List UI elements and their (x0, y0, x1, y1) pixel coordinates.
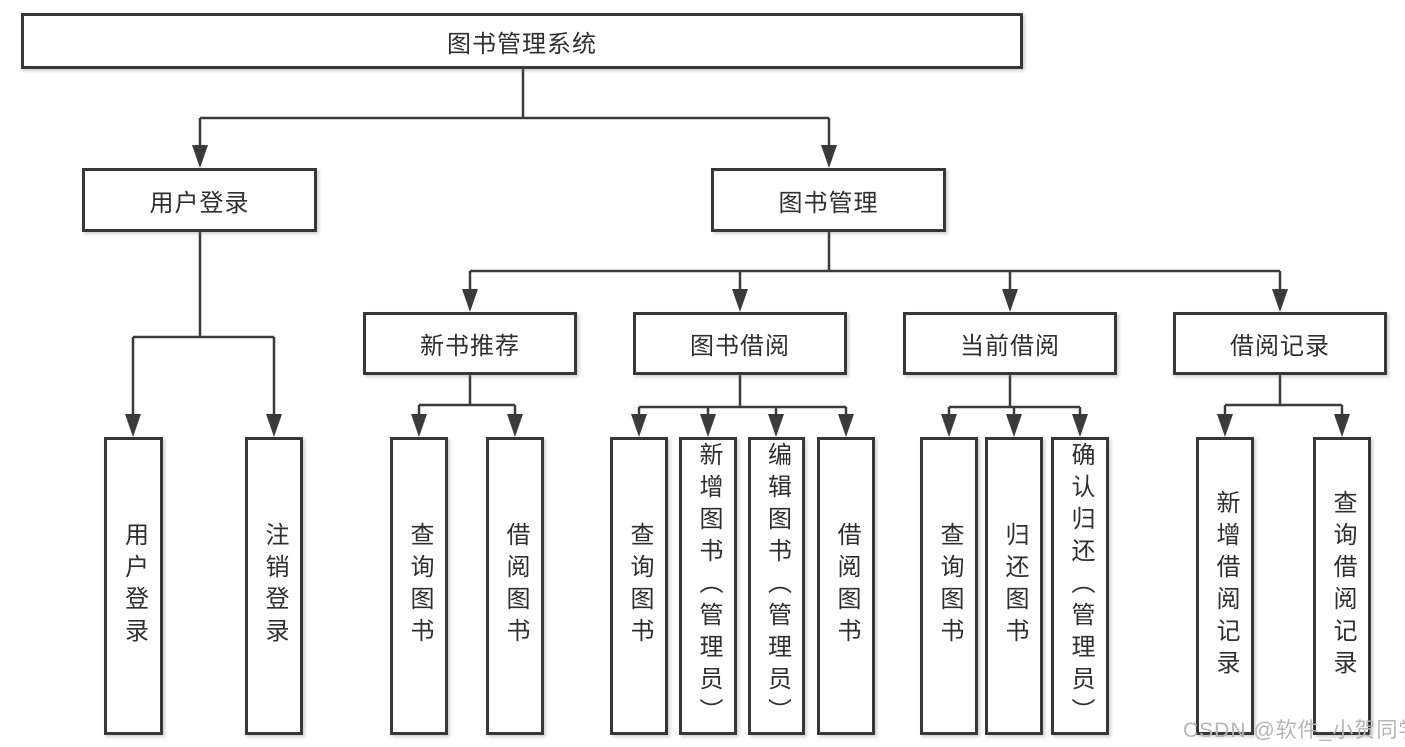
arrowhead (507, 414, 523, 437)
arrowhead (411, 414, 427, 437)
arrowhead (1072, 414, 1088, 437)
connector-userlogin-children (131, 232, 276, 417)
node-book-management-branch: 图书管理 (711, 168, 946, 232)
arrowhead (941, 414, 957, 437)
arrowhead (1006, 414, 1022, 437)
arrowhead (125, 414, 141, 437)
node-book-borrow: 图书借阅 (633, 312, 847, 375)
arrowhead (266, 414, 282, 437)
connector-bookmgmt-to-level3 (468, 232, 1282, 292)
csdn-watermark: CSDN @软件_小贺同学 (1183, 719, 1405, 742)
leaf-query-books-borrow: 查询图书 (610, 437, 668, 735)
arrowhead (462, 289, 478, 312)
arrowhead (1217, 414, 1233, 437)
arrowhead (838, 414, 854, 437)
leaf-borrow-books-recommend: 借阅图书 (486, 437, 544, 735)
leaf-query-books-recommend: 查询图书 (390, 437, 448, 735)
arrowhead (192, 145, 208, 168)
connector-newbook-children (417, 375, 517, 417)
leaf-query-books-current: 查询图书 (920, 437, 978, 735)
leaf-edit-books-admin: 编辑图书（管理员） (748, 437, 805, 735)
connector-records-children (1223, 375, 1344, 417)
leaf-return-books: 归还图书 (985, 437, 1043, 735)
arrowhead (1272, 289, 1288, 312)
arrowhead (1002, 289, 1018, 312)
arrowheads (125, 145, 1350, 437)
arrowhead (821, 145, 837, 168)
connector-borrow-children (637, 375, 848, 417)
node-borrow-records: 借阅记录 (1173, 312, 1387, 375)
connector-root-to-level2 (198, 69, 831, 148)
node-new-book-recommend: 新书推荐 (363, 312, 577, 375)
leaf-borrow-books: 借阅图书 (817, 437, 875, 735)
leaf-user-login: 用户登录 (104, 437, 163, 735)
leaf-confirm-return-admin: 确认归还（管理员） (1051, 437, 1109, 735)
node-root-system: 图书管理系统 (21, 13, 1023, 69)
connector-current-children (947, 375, 1082, 417)
node-current-borrow: 当前借阅 (903, 312, 1117, 375)
arrowhead (700, 414, 716, 437)
node-user-login-branch: 用户登录 (82, 168, 317, 232)
leaf-query-borrow-record: 查询借阅记录 (1313, 437, 1371, 735)
leaf-add-borrow-record: 新增借阅记录 (1196, 437, 1254, 735)
arrowhead (1334, 414, 1350, 437)
leaf-add-books-admin: 新增图书（管理员） (679, 437, 737, 735)
arrowhead (631, 414, 647, 437)
arrowhead (732, 289, 748, 312)
arrowhead (768, 414, 784, 437)
leaf-logout: 注销登录 (245, 437, 303, 735)
